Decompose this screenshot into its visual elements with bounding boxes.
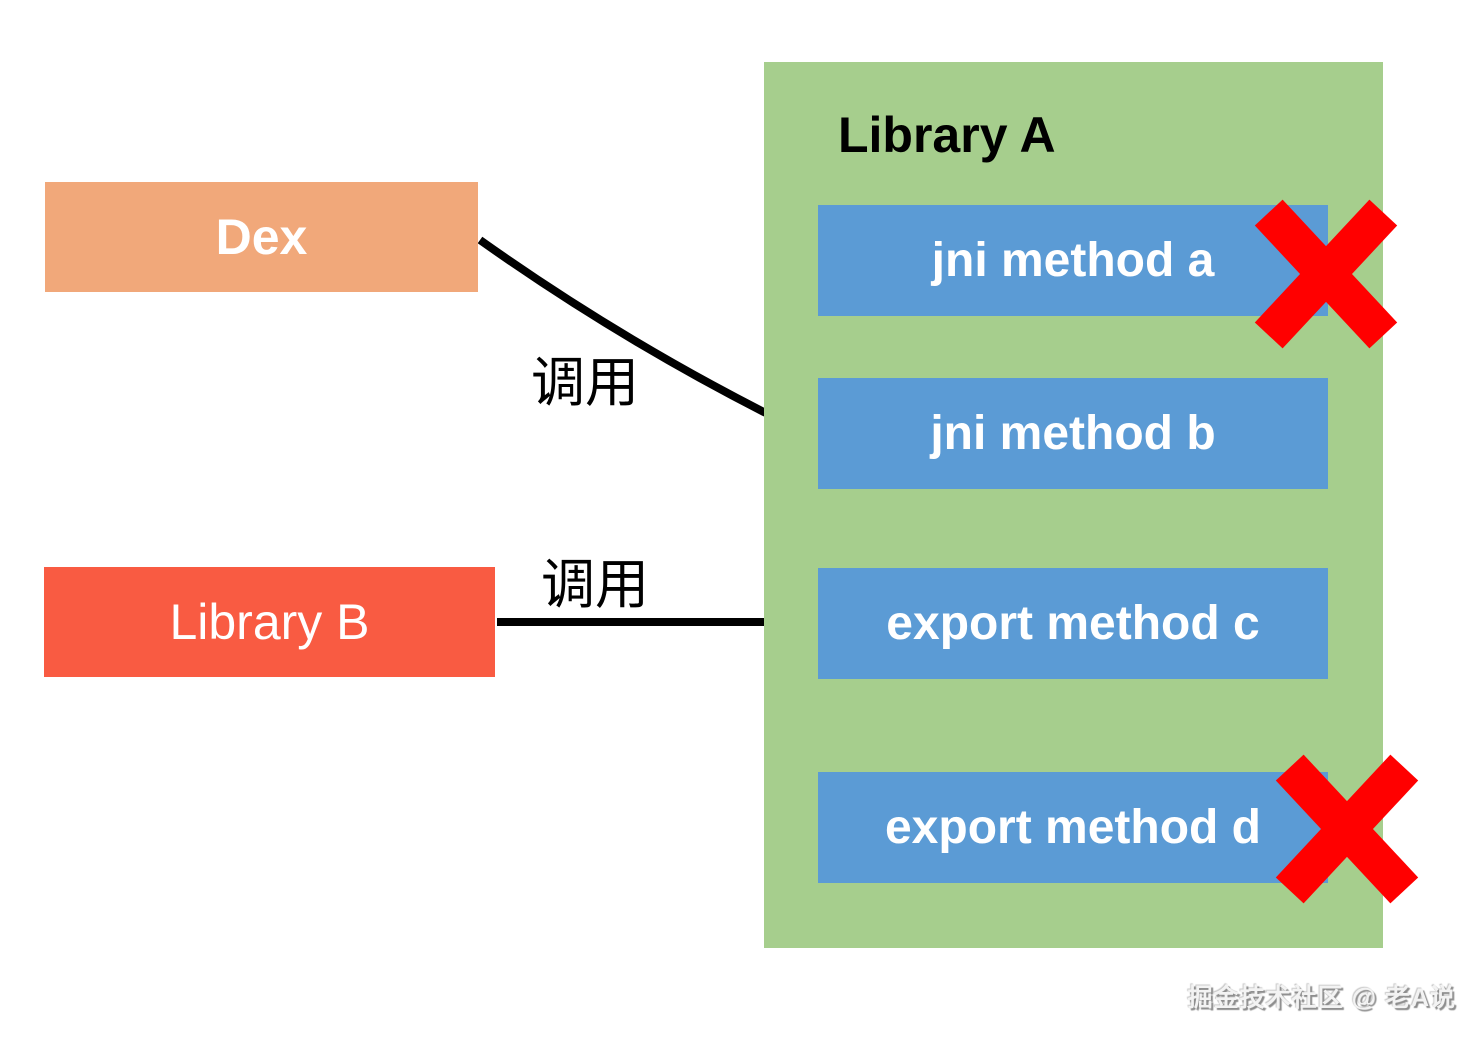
method-box-jni-method-b: jni method b	[818, 378, 1328, 489]
call-label-dex: 调用	[531, 351, 639, 414]
method-label: jni method b	[930, 407, 1216, 460]
red-cross-icon	[1254, 199, 1398, 349]
library-b-label: Library B	[169, 594, 370, 650]
dex-box: Dex	[45, 182, 478, 292]
method-label: export method d	[884, 801, 1261, 854]
method-box-export-method-d: export method d	[818, 772, 1328, 883]
method-label: jni method a	[931, 234, 1215, 287]
red-cross-icon	[1275, 754, 1419, 904]
call-label-library-b: 调用	[541, 553, 649, 616]
method-box-jni-method-a: jni method a	[818, 205, 1328, 316]
watermark: 掘金技术社区 @ 老A说	[1187, 984, 1456, 1012]
library-a-title: Library A	[838, 107, 1056, 163]
method-box-export-method-c: export method c	[818, 568, 1328, 679]
method-label: export method c	[886, 597, 1260, 650]
dex-label: Dex	[215, 209, 308, 265]
library-b-box: Library B	[44, 567, 495, 677]
